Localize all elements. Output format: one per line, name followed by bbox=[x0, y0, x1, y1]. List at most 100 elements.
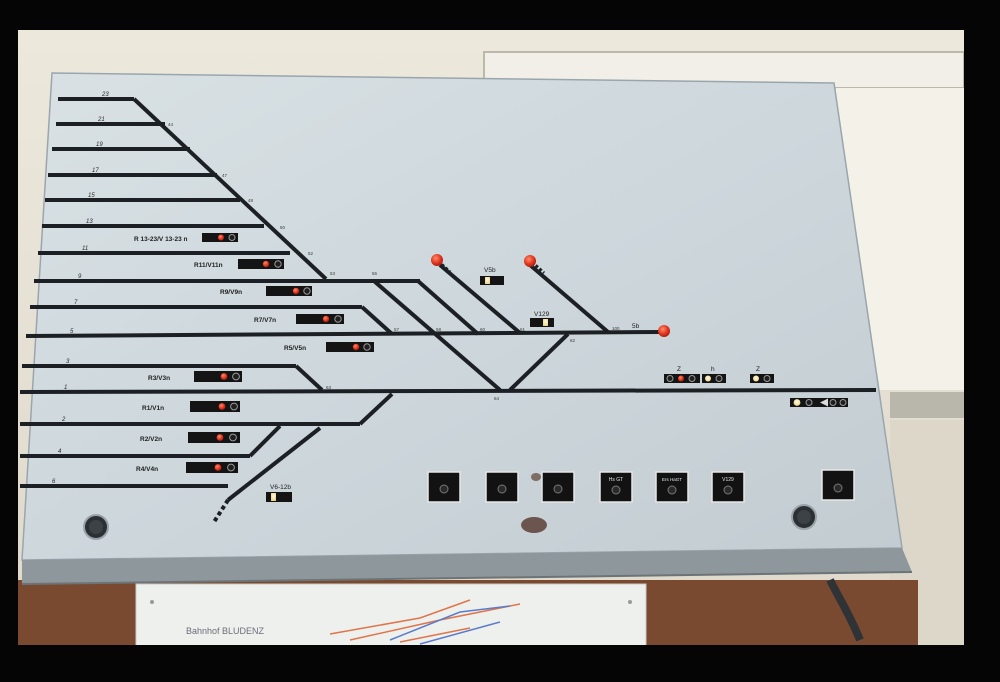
signal-knob-red-icon[interactable] bbox=[658, 325, 670, 337]
push-button-label: V129 bbox=[722, 477, 734, 483]
signal-knob-red-icon[interactable] bbox=[524, 255, 536, 267]
lamp-yellow-icon bbox=[753, 375, 759, 382]
lamp-red-icon bbox=[352, 343, 360, 351]
push-button-ers-hagt[interactable]: Ers HaGT bbox=[655, 471, 689, 503]
lamp-off-icon bbox=[303, 287, 311, 295]
route-lamp-box bbox=[296, 314, 344, 324]
track-number: 13 bbox=[86, 219, 93, 225]
ladder-upper bbox=[132, 97, 328, 281]
route-lamp-box bbox=[326, 342, 374, 352]
track-number: 7 bbox=[74, 300, 78, 306]
route-label: R2/V2n bbox=[140, 436, 162, 443]
wear-spot bbox=[521, 517, 547, 533]
crossover-c bbox=[508, 332, 570, 392]
track-1 bbox=[19, 388, 877, 394]
signal-branch-v5b bbox=[438, 263, 522, 335]
frame-left bbox=[0, 0, 18, 682]
lamp-off-icon bbox=[715, 375, 723, 382]
ladder-lower bbox=[226, 426, 322, 502]
block-letter: h bbox=[711, 366, 715, 373]
signal-branch-v129 bbox=[528, 263, 610, 334]
push-button[interactable] bbox=[485, 471, 519, 503]
track-number: 4 bbox=[58, 449, 62, 455]
route-label: R7/V7n bbox=[254, 317, 276, 324]
panel-wear bbox=[521, 473, 547, 533]
cable-conduit bbox=[826, 578, 864, 642]
placard-title: Bahnhof BLUDENZ bbox=[186, 626, 265, 636]
block-letter: Z bbox=[756, 366, 760, 373]
switch-number: 50 bbox=[280, 225, 286, 230]
route-label: R5/V5n bbox=[284, 345, 306, 352]
push-button-label: Ers HaGT bbox=[662, 477, 682, 482]
lamp-off-icon bbox=[688, 375, 696, 382]
block-indicators: Z h Z bbox=[664, 366, 848, 407]
key-slot-icon bbox=[497, 484, 507, 494]
lamp-red-icon bbox=[214, 464, 222, 471]
track-number: 6 bbox=[52, 479, 56, 485]
lamp-red-icon bbox=[678, 375, 684, 382]
signal-knob-red-icon[interactable] bbox=[431, 254, 443, 266]
switch-number: 61 bbox=[520, 327, 526, 332]
push-button-v129[interactable]: V129 bbox=[711, 471, 745, 503]
track-number: 19 bbox=[96, 142, 103, 148]
track-number-labels: 23 21 19 17 15 13 11 9 7 5 3 1 2 4 6 bbox=[52, 92, 109, 485]
push-button-label: Hs GT bbox=[609, 477, 623, 483]
block-letter: Z bbox=[677, 366, 681, 373]
key-slot-icon bbox=[723, 485, 733, 495]
switch-number: 44 bbox=[168, 122, 174, 127]
key-slot-icon bbox=[553, 484, 563, 494]
route-label: R 13-23/V 13-23 n bbox=[134, 236, 188, 243]
frame-bottom bbox=[0, 645, 1000, 682]
push-button[interactable] bbox=[821, 469, 855, 501]
placard-pin bbox=[628, 600, 632, 604]
signal-lamp-box bbox=[266, 492, 292, 502]
push-button[interactable] bbox=[427, 471, 461, 503]
track-number: 23 bbox=[101, 92, 109, 98]
track-number: 1 bbox=[64, 385, 67, 391]
switch-number: 47 bbox=[222, 173, 228, 178]
control-panel bbox=[21, 72, 913, 585]
route-lamp-box bbox=[188, 432, 240, 443]
key-slot-icon bbox=[833, 483, 843, 493]
frame-top bbox=[0, 0, 1000, 30]
route-label: R11/V11n bbox=[194, 262, 223, 269]
lamp-off-icon bbox=[839, 399, 847, 406]
lamp-red-icon bbox=[216, 434, 224, 441]
switch-number: 56 bbox=[372, 271, 378, 276]
push-button-hs-gt[interactable]: Hs GT bbox=[599, 471, 633, 503]
signal-indicators: V5b V129 V6-12b 5b bbox=[266, 267, 640, 502]
signal-lamp-box bbox=[530, 318, 554, 327]
switch-number: 53 bbox=[330, 271, 336, 276]
push-button[interactable] bbox=[541, 471, 575, 503]
frame-right bbox=[964, 0, 1000, 682]
lamp-off-icon bbox=[334, 315, 342, 323]
switch-number: 52 bbox=[308, 251, 314, 256]
route-lamp-box bbox=[266, 286, 312, 296]
lamp-off-icon bbox=[763, 375, 771, 382]
key-slot-icon bbox=[611, 485, 621, 495]
push-button-body[interactable] bbox=[599, 471, 633, 503]
wear-spot bbox=[531, 473, 541, 481]
ladder-lower-stub bbox=[212, 498, 230, 524]
crossover-a bbox=[372, 279, 502, 392]
switch-number: 57 bbox=[394, 327, 400, 332]
track-number: 9 bbox=[78, 274, 82, 280]
track-number: 5 bbox=[70, 329, 74, 335]
route-label: R9/V9n bbox=[220, 289, 242, 296]
lamp-red-icon bbox=[292, 287, 300, 295]
track-number: 3 bbox=[66, 359, 70, 365]
knob-center bbox=[797, 510, 811, 524]
lamp-red-icon bbox=[218, 234, 224, 241]
push-button-row: Hs GT Ers HaGT V129 bbox=[427, 469, 855, 503]
station-placard: Bahnhof BLUDENZ bbox=[135, 583, 647, 649]
signal-label: V129 bbox=[534, 311, 550, 318]
track-4-switch bbox=[248, 424, 282, 458]
lamp-red-icon bbox=[262, 260, 270, 268]
switch-number: 58 bbox=[436, 327, 442, 332]
lamp-yellow-icon bbox=[271, 493, 276, 501]
placard-sheet bbox=[135, 583, 647, 649]
track-7-switch bbox=[360, 305, 394, 336]
lamp-off-icon bbox=[829, 399, 837, 406]
lamp-yellow-icon bbox=[793, 399, 801, 406]
